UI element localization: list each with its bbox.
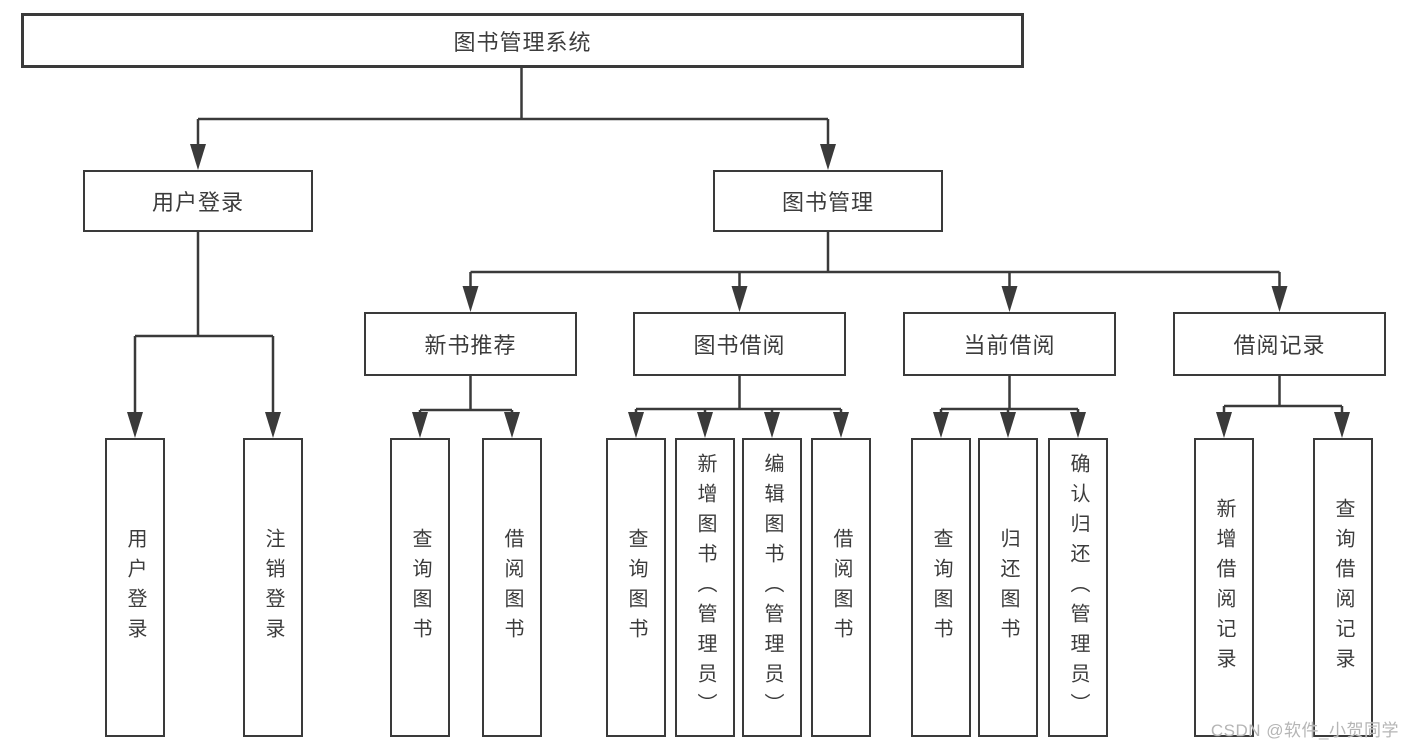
leaf-borrow-book: 借阅图书	[811, 438, 871, 737]
arrow-down-icon	[412, 412, 428, 438]
arrow-down-icon	[833, 412, 849, 438]
arrow-down-icon	[628, 412, 644, 438]
node-root: 图书管理系统	[21, 13, 1024, 68]
arrow-down-icon	[1271, 286, 1288, 312]
leaf-confirm-return-admin: 确认归还（管理员）	[1048, 438, 1108, 737]
leaf-add-borrow-record: 新增借阅记录	[1194, 438, 1254, 737]
leaf-logout: 注销登录	[243, 438, 303, 737]
arrow-down-icon	[462, 286, 479, 312]
arrow-down-icon	[933, 412, 949, 438]
arrow-down-icon	[504, 412, 520, 438]
node-book-management: 图书管理	[713, 170, 943, 232]
leaf-query-book-recommend: 查询图书	[390, 438, 450, 737]
arrow-down-icon	[1070, 412, 1086, 438]
arrow-down-icon	[265, 412, 281, 438]
leaf-return-book: 归还图书	[978, 438, 1038, 737]
leaf-edit-book-admin: 编辑图书（管理员）	[742, 438, 802, 737]
arrow-down-icon	[1001, 286, 1018, 312]
arrow-down-icon	[190, 144, 206, 170]
node-borrow-record: 借阅记录	[1173, 312, 1386, 376]
leaf-borrow-book-recommend: 借阅图书	[482, 438, 542, 737]
arrow-down-icon	[731, 286, 748, 312]
leaf-user-login: 用户登录	[105, 438, 165, 737]
arrow-down-icon	[697, 412, 713, 438]
arrow-down-icon	[820, 144, 836, 170]
leaf-query-borrow-record: 查询借阅记录	[1313, 438, 1373, 737]
node-book-borrow: 图书借阅	[633, 312, 846, 376]
node-new-book-recommend: 新书推荐	[364, 312, 577, 376]
node-current-borrow: 当前借阅	[903, 312, 1116, 376]
leaf-query-book-current: 查询图书	[911, 438, 971, 737]
arrow-down-icon	[1216, 412, 1232, 438]
leaf-query-book-borrow: 查询图书	[606, 438, 666, 737]
arrow-down-icon	[1000, 412, 1016, 438]
arrow-down-icon	[764, 412, 780, 438]
csdn-watermark: CSDN @软件_小贺同学	[1210, 721, 1399, 740]
arrow-down-icon	[127, 412, 143, 438]
arrow-down-icon	[1334, 412, 1350, 438]
leaf-add-book-admin: 新增图书（管理员）	[675, 438, 735, 737]
node-user-login: 用户登录	[83, 170, 313, 232]
